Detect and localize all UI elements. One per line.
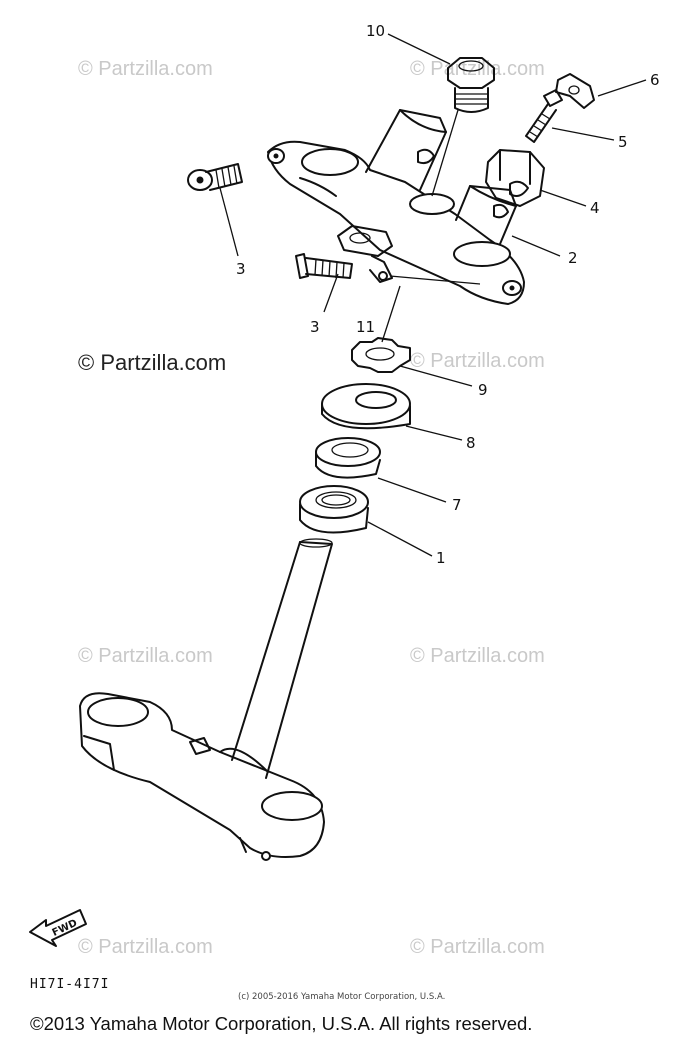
watermark: © Partzilla.com xyxy=(78,58,213,80)
leader-lines xyxy=(219,33,647,557)
callout-6: 6 xyxy=(650,71,660,89)
ring-nut-drawing xyxy=(351,337,411,373)
fwd-arrow-icon: FWD xyxy=(29,909,87,947)
lower-bracket-drawing xyxy=(79,538,333,861)
small-credit: (c) 2005-2016 Yamaha Motor Corporation, … xyxy=(238,992,446,1002)
upper-bracket-drawing xyxy=(267,109,525,305)
stem-nut-drawing xyxy=(447,57,495,113)
callout-1: 1 xyxy=(436,549,446,567)
upper-bearing-drawing xyxy=(315,437,381,479)
callout-9: 9 xyxy=(478,381,488,399)
callout-2: 2 xyxy=(568,249,578,267)
callout-8: 8 xyxy=(466,434,476,452)
callout-4: 4 xyxy=(590,199,600,217)
copyright-notice: ©2013 Yamaha Motor Corporation, U.S.A. A… xyxy=(30,1013,533,1034)
watermark: © Partzilla.com xyxy=(410,645,545,667)
callout-3-upper: 3 xyxy=(236,260,246,278)
callout-11: 11 xyxy=(356,318,376,336)
lower-bearing-drawing xyxy=(299,485,369,534)
callout-10: 10 xyxy=(366,22,386,40)
callout-7: 7 xyxy=(452,496,462,514)
watermark: © Partzilla.com xyxy=(78,936,213,958)
bearing-cover-drawing xyxy=(321,383,411,430)
diagram-code: HI7I-4I7I xyxy=(30,977,110,992)
callout-3-clamp: 3 xyxy=(310,318,320,336)
lock-washer-drawing xyxy=(555,73,595,109)
watermark: © Partzilla.com xyxy=(410,350,545,372)
upper-bracket-bolt-drawing xyxy=(187,163,243,191)
watermark: © Partzilla.com xyxy=(410,936,545,958)
clamp-bolt-drawing xyxy=(295,253,353,279)
pinch-bolt-drawing xyxy=(525,89,563,143)
callout-5: 5 xyxy=(618,133,628,151)
cable-clamp-drawing xyxy=(337,225,393,283)
handlebar-holder-drawing xyxy=(485,149,545,207)
watermark: © Partzilla.com xyxy=(410,58,545,80)
watermark: © Partzilla.com xyxy=(78,350,227,375)
watermark: © Partzilla.com xyxy=(78,645,213,667)
